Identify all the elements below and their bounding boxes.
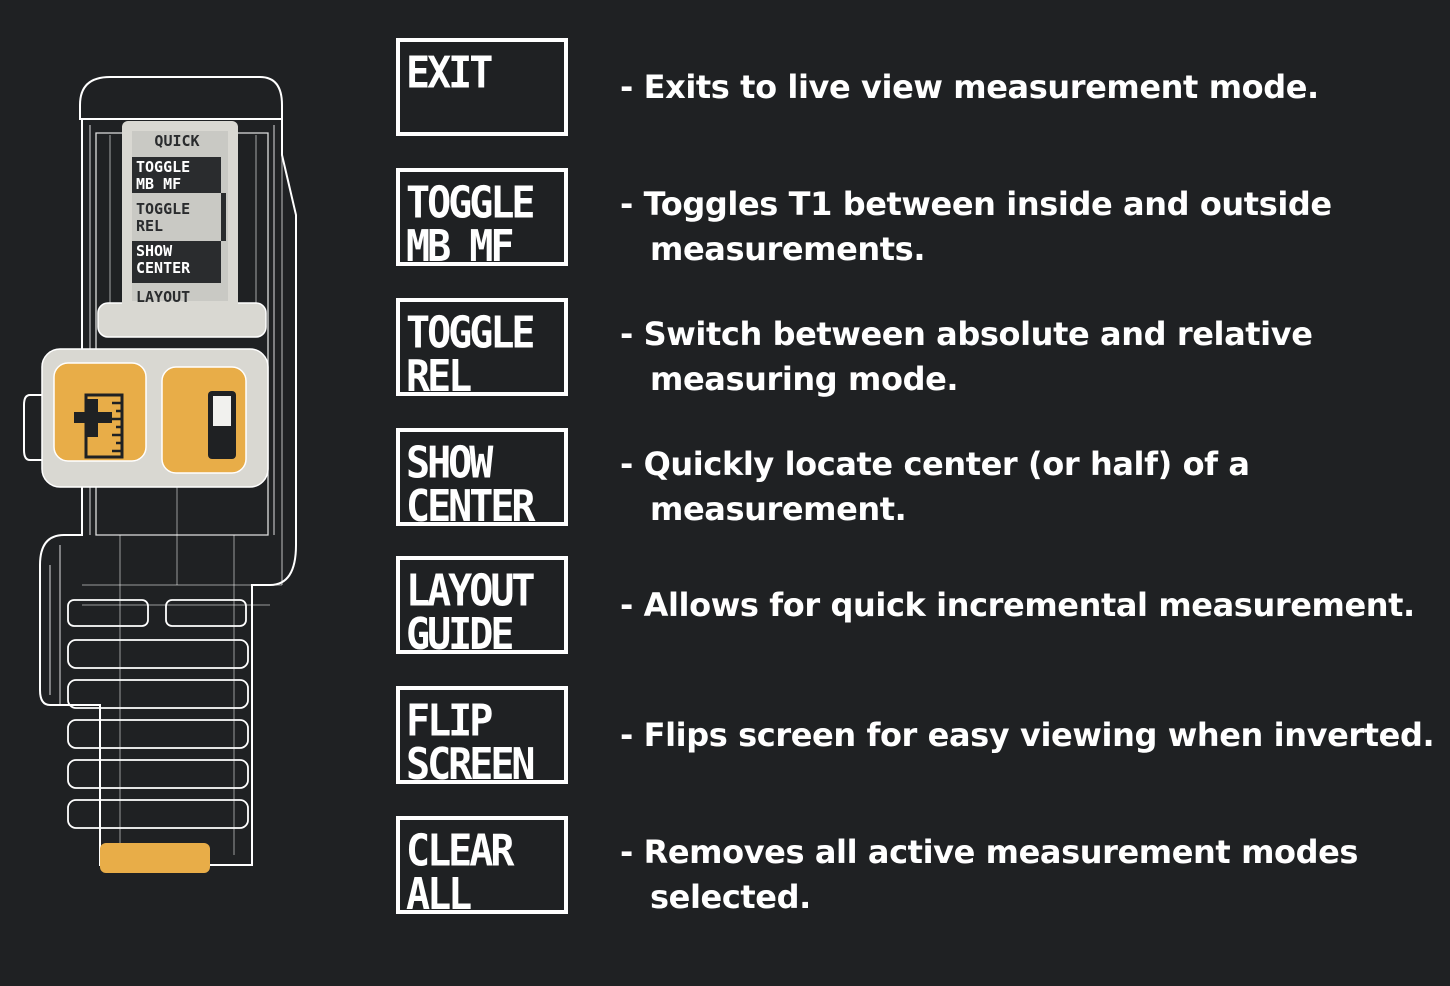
description-line: - Exits to live view measurement mode. <box>620 68 1319 106</box>
description-line: - Flips screen for easy viewing when inv… <box>620 716 1435 754</box>
menu-option-description: - Quickly locate center (or half) of a me… <box>620 442 1440 532</box>
menu-option-description: - Removes all active measurement modes se… <box>620 830 1440 920</box>
description-line: measuring mode. <box>650 360 959 398</box>
menu-option-box: CLEAR ALL <box>396 816 568 920</box>
screen-scrollbar <box>221 193 226 241</box>
toggle-switch-icon <box>208 391 236 459</box>
menu-option-label: LAYOUT GUIDE <box>406 566 536 660</box>
menu-option-description: - Flips screen for easy viewing when inv… <box>620 713 1440 758</box>
screen-item-bg <box>132 241 221 283</box>
menu-option-description: - Switch between absolute and relative me… <box>620 312 1440 402</box>
menu-option-description: - Exits to live view measurement mode. <box>620 65 1440 110</box>
menu-option-description: - Allows for quick incremental measureme… <box>620 583 1440 628</box>
grip-rib <box>67 799 249 829</box>
menu-option-label: SHOW CENTER <box>406 438 536 532</box>
menu-option-box: FLIP SCREEN <box>396 686 568 790</box>
description-line: - Removes all active measurement modes <box>620 833 1359 871</box>
screen-item-label: LAYOUT <box>136 288 190 306</box>
screen-item-bg <box>132 131 221 153</box>
description-line: selected. <box>650 878 811 916</box>
grip-rib <box>165 599 247 627</box>
grip-rib <box>67 759 249 789</box>
grip-rib <box>67 679 249 709</box>
menu-option-box: EXIT <box>396 38 568 136</box>
menu-option-description: - Toggles T1 between inside and outside m… <box>620 182 1440 272</box>
menu-option-box: TOGGLE REL <box>396 298 568 402</box>
screen-item-bg <box>132 287 221 301</box>
menu-option-box: TOGGLE MB MF <box>396 168 568 272</box>
device-bottom-tab <box>100 843 210 873</box>
grip-rib <box>67 719 249 749</box>
device-body <box>39 118 297 866</box>
grip-rib <box>67 639 249 669</box>
menu-option-label: TOGGLE REL <box>406 308 536 402</box>
ruler-plus-icon <box>74 393 124 459</box>
description-line: - Quickly locate center (or half) of a <box>620 445 1250 483</box>
menu-option-label: CLEAR ALL <box>406 826 514 920</box>
description-line: - Allows for quick incremental measureme… <box>620 586 1415 624</box>
screen-item-bg <box>132 157 221 193</box>
description-line: measurement. <box>650 490 907 528</box>
description-line: measurements. <box>650 230 926 268</box>
description-line: - Switch between absolute and relative <box>620 315 1313 353</box>
grip-rib <box>67 599 149 627</box>
device-top-cap <box>79 76 283 120</box>
description-line: - Toggles T1 between inside and outside <box>620 185 1332 223</box>
menu-option-label: FLIP SCREEN <box>406 696 536 790</box>
menu-option-box: SHOW CENTER <box>396 428 568 532</box>
screen-item-label: QUICK <box>154 132 199 150</box>
menu-option-box: LAYOUT GUIDE <box>396 556 568 660</box>
menu-option-label: EXIT <box>406 48 493 99</box>
menu-option-label: TOGGLE MB MF <box>406 178 536 272</box>
screen-item-bg <box>132 199 221 235</box>
